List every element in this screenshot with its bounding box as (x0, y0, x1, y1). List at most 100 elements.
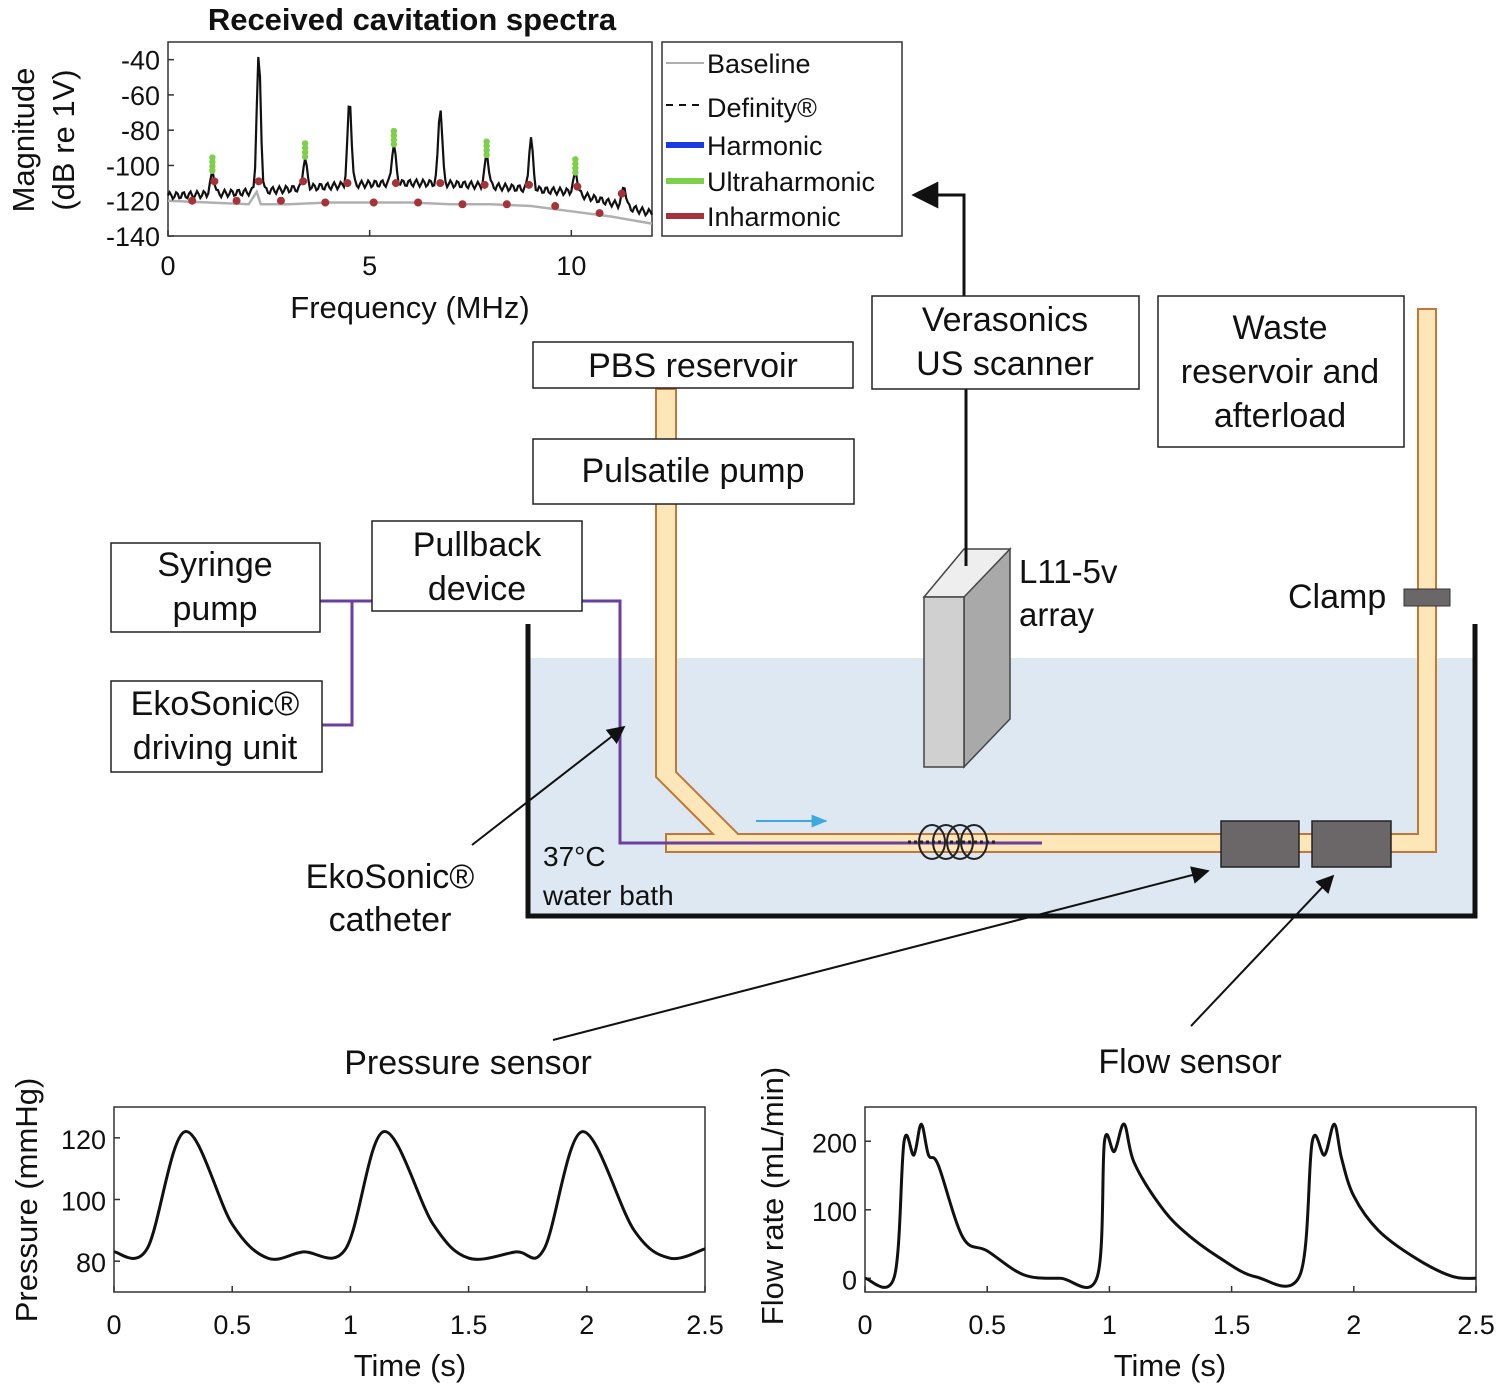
inharmonic-point (254, 177, 263, 186)
catheter-line (582, 599, 1042, 845)
time-xtick-label: 2 (1346, 1310, 1361, 1340)
pulsatile-pump-box: Pulsatile pump (532, 438, 855, 505)
time-ytick-label: 0 (842, 1265, 857, 1295)
ultraharmonic-point (572, 156, 579, 163)
inharmonic-point (232, 196, 241, 205)
pulsatile-pump-label: Pulsatile pump (581, 452, 804, 490)
inharmonic-point (210, 177, 219, 186)
inharmonic-point (573, 182, 582, 191)
pullback-label-line1: Pullback (413, 526, 543, 564)
flow-sensor-pointer-arrow (1190, 874, 1335, 1027)
ultraharmonic-point (483, 142, 490, 150)
catheter-pointer-arrow (471, 725, 626, 846)
ultraharmonic-point (390, 141, 398, 148)
waste-reservoir-box: Waste reservoir and afterload (1157, 295, 1405, 448)
ultraharmonic-point (483, 151, 490, 159)
pressure-xlabel: Time (s) (354, 1348, 467, 1383)
time-xtick-label: 2.5 (1457, 1310, 1495, 1340)
ultraharmonic-point (483, 147, 490, 154)
pressure-sensor-label: Pressure sensor (344, 1044, 592, 1082)
array-label-line2: array (1019, 596, 1095, 633)
legend-inharmonic-label: Inharmonic (707, 202, 841, 232)
inharmonic-point (369, 198, 378, 207)
ultraharmonic-point (572, 160, 579, 167)
legend-ultraharmonic-label: Ultraharmonic (707, 167, 875, 197)
spectrum-ytick-label: -120 (106, 187, 160, 217)
catheter-label-line2: catheter (329, 901, 452, 939)
ultraharmonic-point (301, 149, 309, 156)
time-xtick-label: 1.5 (1213, 1310, 1251, 1340)
spectrum-xlabel: Frequency (MHz) (290, 290, 529, 325)
ultraharmonic-point (390, 132, 398, 139)
driving-unit-box: EkoSonic® driving unit (110, 680, 323, 773)
driving-label-line1: EkoSonic® (131, 685, 300, 723)
time-ytick-label: 100 (812, 1197, 857, 1227)
time-ytick-label: 100 (61, 1187, 106, 1217)
time-xtick-label: 1 (343, 1310, 358, 1340)
spectrum-xtick-label: 0 (160, 251, 175, 281)
catheter-label-line1: EkoSonic® (306, 858, 475, 896)
pressure-trace (113, 1130, 706, 1261)
spectrum-title: Received cavitation spectra (208, 2, 617, 37)
spectrum-ytick-label: -60 (121, 81, 160, 111)
pbs-reservoir-box: PBS reservoir (532, 341, 854, 389)
legend-harmonic-label: Harmonic (707, 131, 823, 161)
waste-label-line2: reservoir and (1181, 353, 1379, 391)
ultraharmonic-point (390, 136, 398, 144)
ultraharmonic-point (572, 169, 579, 176)
ultraharmonic-point (390, 127, 398, 135)
inharmonic-point (391, 179, 400, 188)
array-label-line1: L11-5v (1019, 553, 1118, 590)
tube-main (655, 308, 1437, 853)
syringe-label-line1: Syringe (157, 546, 272, 584)
inharmonic-point (480, 180, 489, 189)
time-xtick-label: 0 (857, 1310, 872, 1340)
driving-label-line2: driving unit (133, 729, 298, 767)
flow-sensor-label: Flow sensor (1098, 1043, 1281, 1081)
time-xtick-label: 0.5 (213, 1310, 251, 1340)
pbs-reservoir-label: PBS reservoir (588, 347, 798, 385)
pressure-sensor (1220, 820, 1300, 868)
legend-definity-label: Definity® (707, 93, 817, 123)
bath-label-line2: water bath (542, 880, 674, 911)
ultraharmonic-point (209, 158, 216, 166)
clamp-label: Clamp (1288, 578, 1386, 616)
inharmonic-point (551, 202, 560, 211)
flow-trace (864, 1122, 1477, 1289)
spectrum-legend: Baseline Definity® Harmonic Ultraharmoni… (661, 41, 903, 237)
ultraharmonic-point (483, 138, 490, 145)
catheter-lines (320, 599, 1042, 860)
pressure-sensor-pointer-arrow (552, 866, 1210, 1041)
verasonics-box: Verasonics US scanner (871, 295, 1140, 390)
time-xtick-label: 2.5 (686, 1310, 724, 1340)
flow-xlabel: Time (s) (1114, 1348, 1227, 1383)
l11-5v-array: L11-5v array (922, 547, 1118, 769)
waste-label-line1: Waste (1232, 309, 1327, 347)
spectrum-series (167, 56, 653, 225)
syringe-label-line2: pump (172, 590, 257, 628)
spectrum-xtick-label: 5 (362, 251, 377, 281)
spectrum-ylabel-line2: (dB re 1V) (46, 69, 81, 210)
inharmonic-point (276, 196, 285, 205)
inharmonic-point (321, 198, 330, 207)
pullback-label-line2: device (428, 570, 526, 608)
verasonics-label-line1: Verasonics (922, 301, 1088, 339)
bath-label-line1: 37°C (543, 841, 606, 872)
spectrum-ytick-label: -140 (106, 222, 160, 252)
inharmonic-point (414, 198, 423, 207)
ultraharmonic-point (572, 164, 579, 172)
tubing: Clamp (655, 308, 1451, 853)
definity-line (167, 56, 653, 218)
syringe-pump-box: Syringe pump (110, 542, 321, 633)
ultraharmonic-point (209, 163, 216, 170)
pullback-device-box: Pullback device (371, 520, 583, 612)
ultraharmonic-point (301, 140, 309, 147)
driving-unit-line (322, 601, 354, 727)
array-front-face (923, 596, 965, 768)
inharmonic-point (617, 189, 626, 198)
time-ytick-label: 80 (76, 1248, 106, 1278)
